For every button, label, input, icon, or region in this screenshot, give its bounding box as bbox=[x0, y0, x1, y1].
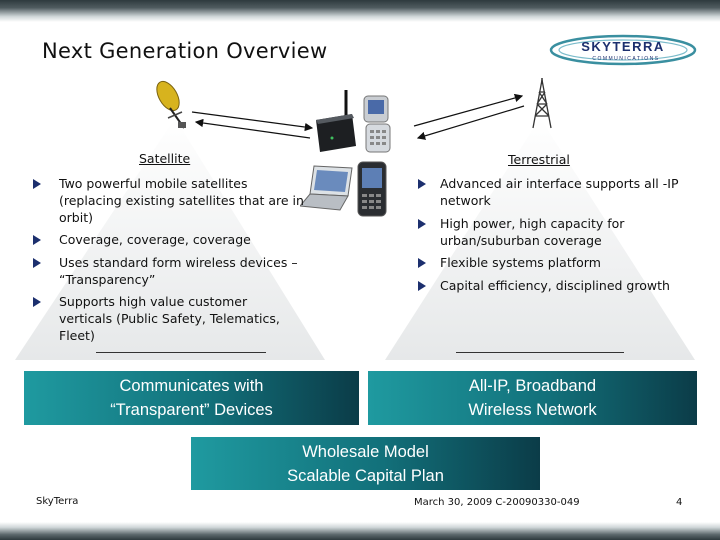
page-number: 4 bbox=[676, 497, 683, 508]
page-title: Next Generation Overview bbox=[42, 39, 328, 63]
satellite-banner-line1: Communicates with bbox=[119, 377, 264, 395]
satellite-banner: Communicates with “Transparent” Devices bbox=[24, 371, 359, 425]
satellite-icon bbox=[156, 80, 186, 129]
terrestrial-bullet-3: Flexible systems platform bbox=[440, 255, 601, 270]
terrestrial-coverage-cone bbox=[385, 118, 695, 360]
terrestrial-heading: Terrestrial bbox=[508, 152, 570, 167]
footer-date-code: March 30, 2009 C-20090330-049 bbox=[414, 497, 580, 508]
satellite-bullet-2: Coverage, coverage, coverage bbox=[59, 232, 251, 247]
terrestrial-divider bbox=[456, 352, 624, 353]
bullet-icon bbox=[418, 219, 426, 229]
terrestrial-bullet-4: Capital efficiency, disciplined growth bbox=[440, 278, 670, 293]
flip-phone-icon bbox=[363, 95, 391, 153]
laptop-icon bbox=[300, 165, 353, 211]
wireless-router-icon bbox=[316, 90, 356, 152]
bullet-icon bbox=[33, 235, 41, 245]
satellite-bullet-3: Uses standard form wireless devices – “T… bbox=[59, 255, 298, 287]
bottom-bar bbox=[0, 522, 720, 540]
bullet-icon bbox=[33, 179, 41, 189]
satellite-divider bbox=[96, 352, 266, 353]
wholesale-banner: Wholesale Model Scalable Capital Plan bbox=[191, 437, 540, 490]
satellite-bullet-1: Two powerful mobile satellites (replacin… bbox=[59, 176, 304, 225]
terrestrial-bullet-2: High power, high capacity for urban/subu… bbox=[440, 216, 625, 248]
wholesale-line1: Wholesale Model bbox=[302, 442, 429, 461]
bullet-icon bbox=[418, 258, 426, 268]
bullet-icon bbox=[418, 281, 426, 291]
terrestrial-banner: All-IP, Broadband Wireless Network bbox=[368, 371, 697, 425]
terrestrial-link-arrows bbox=[413, 93, 525, 140]
wholesale-line2: Scalable Capital Plan bbox=[287, 466, 444, 485]
pda-icon bbox=[357, 161, 387, 217]
satellite-bullet-4: Supports high value customer verticals (… bbox=[59, 294, 280, 343]
satellite-link-arrows bbox=[191, 111, 314, 139]
top-bar bbox=[0, 0, 720, 22]
terrestrial-bullet-1: Advanced air interface supports all -IP … bbox=[440, 176, 679, 208]
terrestrial-banner-line2: Wireless Network bbox=[468, 401, 597, 419]
cell-tower-icon bbox=[532, 78, 552, 129]
logo-subtitle: COMMUNICATIONS bbox=[592, 56, 659, 62]
satellite-banner-line2: “Transparent” Devices bbox=[110, 401, 273, 419]
bullet-icon bbox=[33, 297, 41, 307]
skyterra-logo: SKYTERRA COMMUNICATIONS bbox=[549, 34, 697, 66]
satellite-coverage-cone bbox=[15, 118, 325, 360]
terrestrial-banner-line1: All-IP, Broadband bbox=[468, 377, 597, 395]
satellite-heading: Satellite bbox=[139, 151, 191, 166]
bullet-icon bbox=[418, 179, 426, 189]
bullet-icon bbox=[33, 258, 41, 268]
logo-wordmark: SKYTERRA bbox=[581, 39, 665, 54]
footer-company: SkyTerra bbox=[36, 496, 79, 507]
